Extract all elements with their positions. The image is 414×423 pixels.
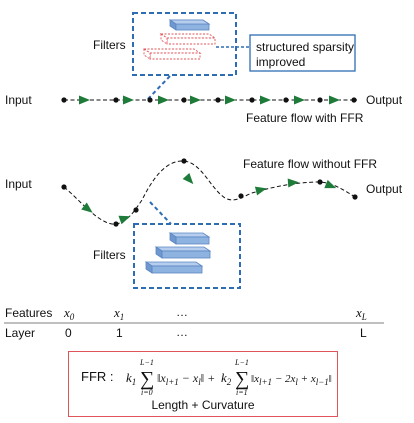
layer-0: 0 [65,326,72,340]
ffr-sum1-bottom: i=0 [141,388,153,397]
top-feature-flow: Input Output Feature flow with FFR [5,93,403,125]
top-node [147,97,153,103]
layer-dots: … [176,325,188,339]
top-filters-dashed-box [132,12,237,76]
middle-filter-slab-2 [154,246,212,259]
top-filter-slab-pruned-2 [142,48,202,60]
middle-node [352,194,358,200]
middle-flow-arrows [81,172,337,225]
top-flow-arrows [79,95,340,105]
ffr-term1: ‖xl+1 − xl‖ + [157,371,215,387]
top-node [283,97,289,103]
feature-x0: x0 [63,305,75,322]
middle-node [238,193,244,199]
ffr-formula-box: FFR : k1 L−1 ∑ i=0 ‖xl+1 − xl‖ + k2 L−1 … [68,351,338,417]
ffr-label: FFR : [81,369,114,384]
top-arrow [329,95,340,105]
top-node [181,97,187,103]
layer-1: 1 [116,326,123,340]
ffr-k2: k2 [221,370,232,387]
callout-text-line2: improved [256,55,305,69]
top-arrow [225,95,236,105]
top-filter-slab-pruned-1 [159,33,217,45]
ffr-sum2-symbol: ∑ [235,368,249,390]
feature-xL: xL [355,305,367,322]
middle-flow-caption: Feature flow without FFR [243,157,377,171]
ffr-sum2-bottom: i=1 [236,388,248,397]
middle-arrow [81,202,93,213]
ffr-term2: ‖xl+1 − 2xl + xl−1‖ [251,373,332,387]
features-label: Features [5,306,52,320]
top-arrow [190,95,201,105]
callout-box [249,34,356,72]
middle-flow-nodes [61,158,358,227]
top-node [215,97,221,103]
ffr-k1: k1 [126,370,136,387]
top-filters-group: Filters structured sparsity improved [93,12,356,101]
top-input-label: Input [5,93,32,107]
top-node [61,97,67,103]
top-node [249,97,255,103]
top-arrow [123,95,134,105]
middle-filter-slab-3 [144,261,204,274]
top-filters-label: Filters [93,38,126,52]
top-arrow [260,95,271,105]
ffr-caption: Length + Curvature [151,398,255,412]
middle-node [317,179,323,185]
top-filter-slab-normal [168,19,211,31]
middle-arrow [254,186,267,196]
middle-node [133,207,139,213]
middle-arrow [182,172,194,185]
middle-filter-slab-1 [168,232,211,245]
middle-output-label: Output [366,182,403,196]
layer-axis: Layer 0 1 … L [5,325,367,340]
top-flow-nodes [61,97,357,103]
top-arrow [158,95,169,105]
feature-x1: x1 [113,305,124,322]
ffr-formula: k1 L−1 ∑ i=0 ‖xl+1 − xl‖ + k2 L−1 ∑ i=1 … [126,358,332,397]
top-flow-caption: Feature flow with FFR [246,111,364,125]
middle-arrow [118,215,131,225]
top-node [317,97,323,103]
middle-node [113,221,119,227]
middle-arrow [287,178,299,188]
top-arrow [294,95,305,105]
top-node [351,97,357,103]
middle-filters-label: Filters [93,248,126,262]
middle-feature-flow: Input Output Feature flow without FFR [5,157,403,227]
top-filters-pointer [146,75,171,101]
middle-filters-pointer [149,201,172,225]
top-output-label: Output [366,93,403,107]
ffr-sum1-top: L−1 [139,358,154,367]
ffr-sum1-symbol: ∑ [140,368,154,390]
top-arrow [79,95,90,105]
layer-label: Layer [5,326,35,340]
features-axis: Features x0 x1 … xL [4,305,384,324]
middle-node [61,184,67,190]
feature-dots: … [176,305,188,319]
middle-input-label: Input [5,177,32,191]
middle-filters-group: Filters [93,201,241,289]
callout-text-line1: structured sparsity [256,40,354,54]
layer-L: L [360,326,367,340]
middle-node [181,158,187,164]
middle-arrow [324,179,337,189]
ffr-sum2-top: L−1 [234,358,249,367]
middle-filters-dashed-box [133,223,241,289]
top-node [113,97,119,103]
